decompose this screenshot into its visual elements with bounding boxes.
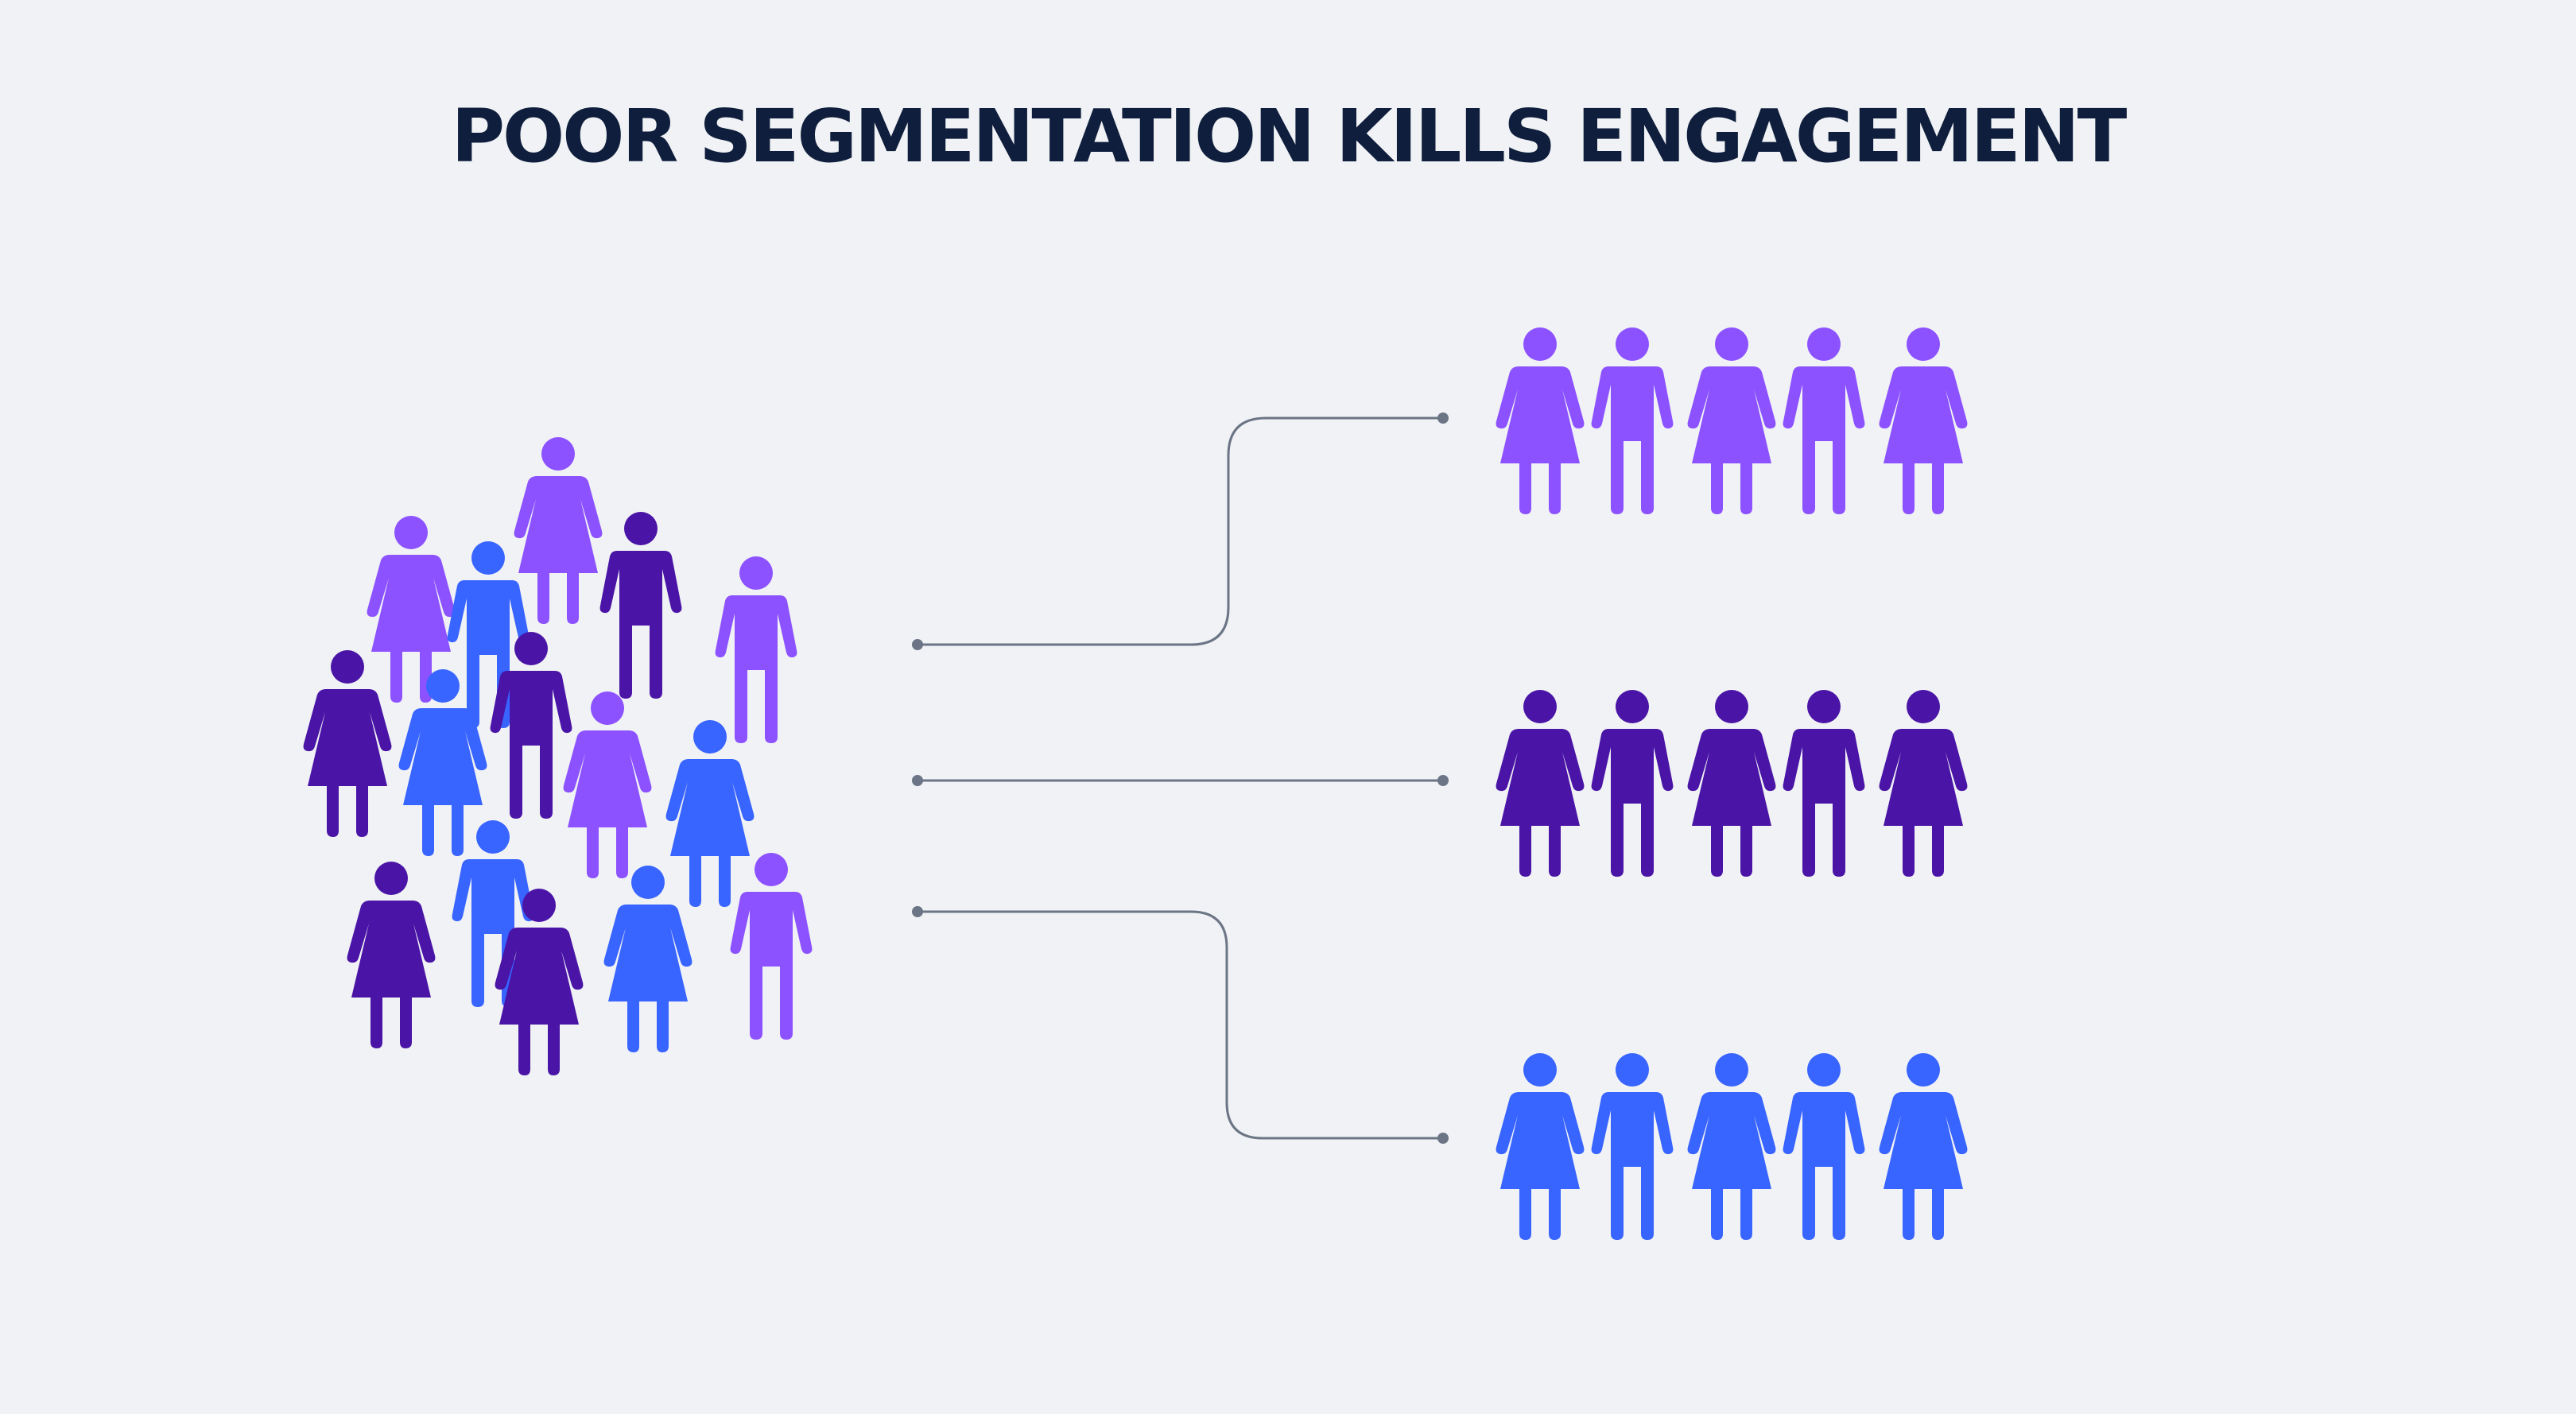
connector-dot (912, 775, 923, 786)
man-icon (1591, 327, 1674, 514)
woman-icon (347, 862, 436, 1048)
woman-icon (1687, 1053, 1776, 1240)
connector-lines (916, 416, 1443, 1140)
man-icon (1783, 327, 1865, 514)
woman-icon (1687, 327, 1776, 514)
man-icon (599, 512, 682, 699)
woman-icon (1879, 690, 1968, 877)
page-title: POOR SEGMENTATION KILLS ENGAGEMENT (451, 94, 2128, 179)
segment-group (1496, 1053, 1968, 1240)
woman-icon (603, 866, 692, 1052)
connector-dots (912, 413, 1449, 1144)
mixed-audience-crowd (303, 437, 813, 1075)
connector-dot (912, 639, 923, 650)
connector-dot (1437, 413, 1449, 424)
connector-bottom (916, 910, 1443, 1140)
woman-icon (1879, 1053, 1968, 1240)
woman-icon (665, 720, 755, 907)
man-icon (1591, 690, 1674, 877)
connector-top (916, 416, 1443, 646)
woman-icon (563, 692, 652, 878)
woman-icon (1687, 690, 1776, 877)
man-icon (715, 556, 797, 743)
segment-group (1496, 690, 1968, 877)
woman-icon (1496, 1053, 1585, 1240)
man-icon (1783, 1053, 1865, 1240)
connector-dot (912, 906, 923, 917)
segment-group (1496, 327, 1968, 514)
man-icon (730, 853, 813, 1040)
connector-dot (1437, 775, 1449, 786)
man-icon (1591, 1053, 1674, 1240)
woman-icon (514, 437, 603, 624)
connector-dot (1437, 1133, 1449, 1144)
woman-icon (1496, 690, 1585, 877)
man-icon (1783, 690, 1865, 877)
audience-segments (1496, 327, 1968, 1240)
woman-icon (1879, 327, 1968, 514)
woman-icon (1496, 327, 1585, 514)
woman-icon (303, 650, 392, 837)
